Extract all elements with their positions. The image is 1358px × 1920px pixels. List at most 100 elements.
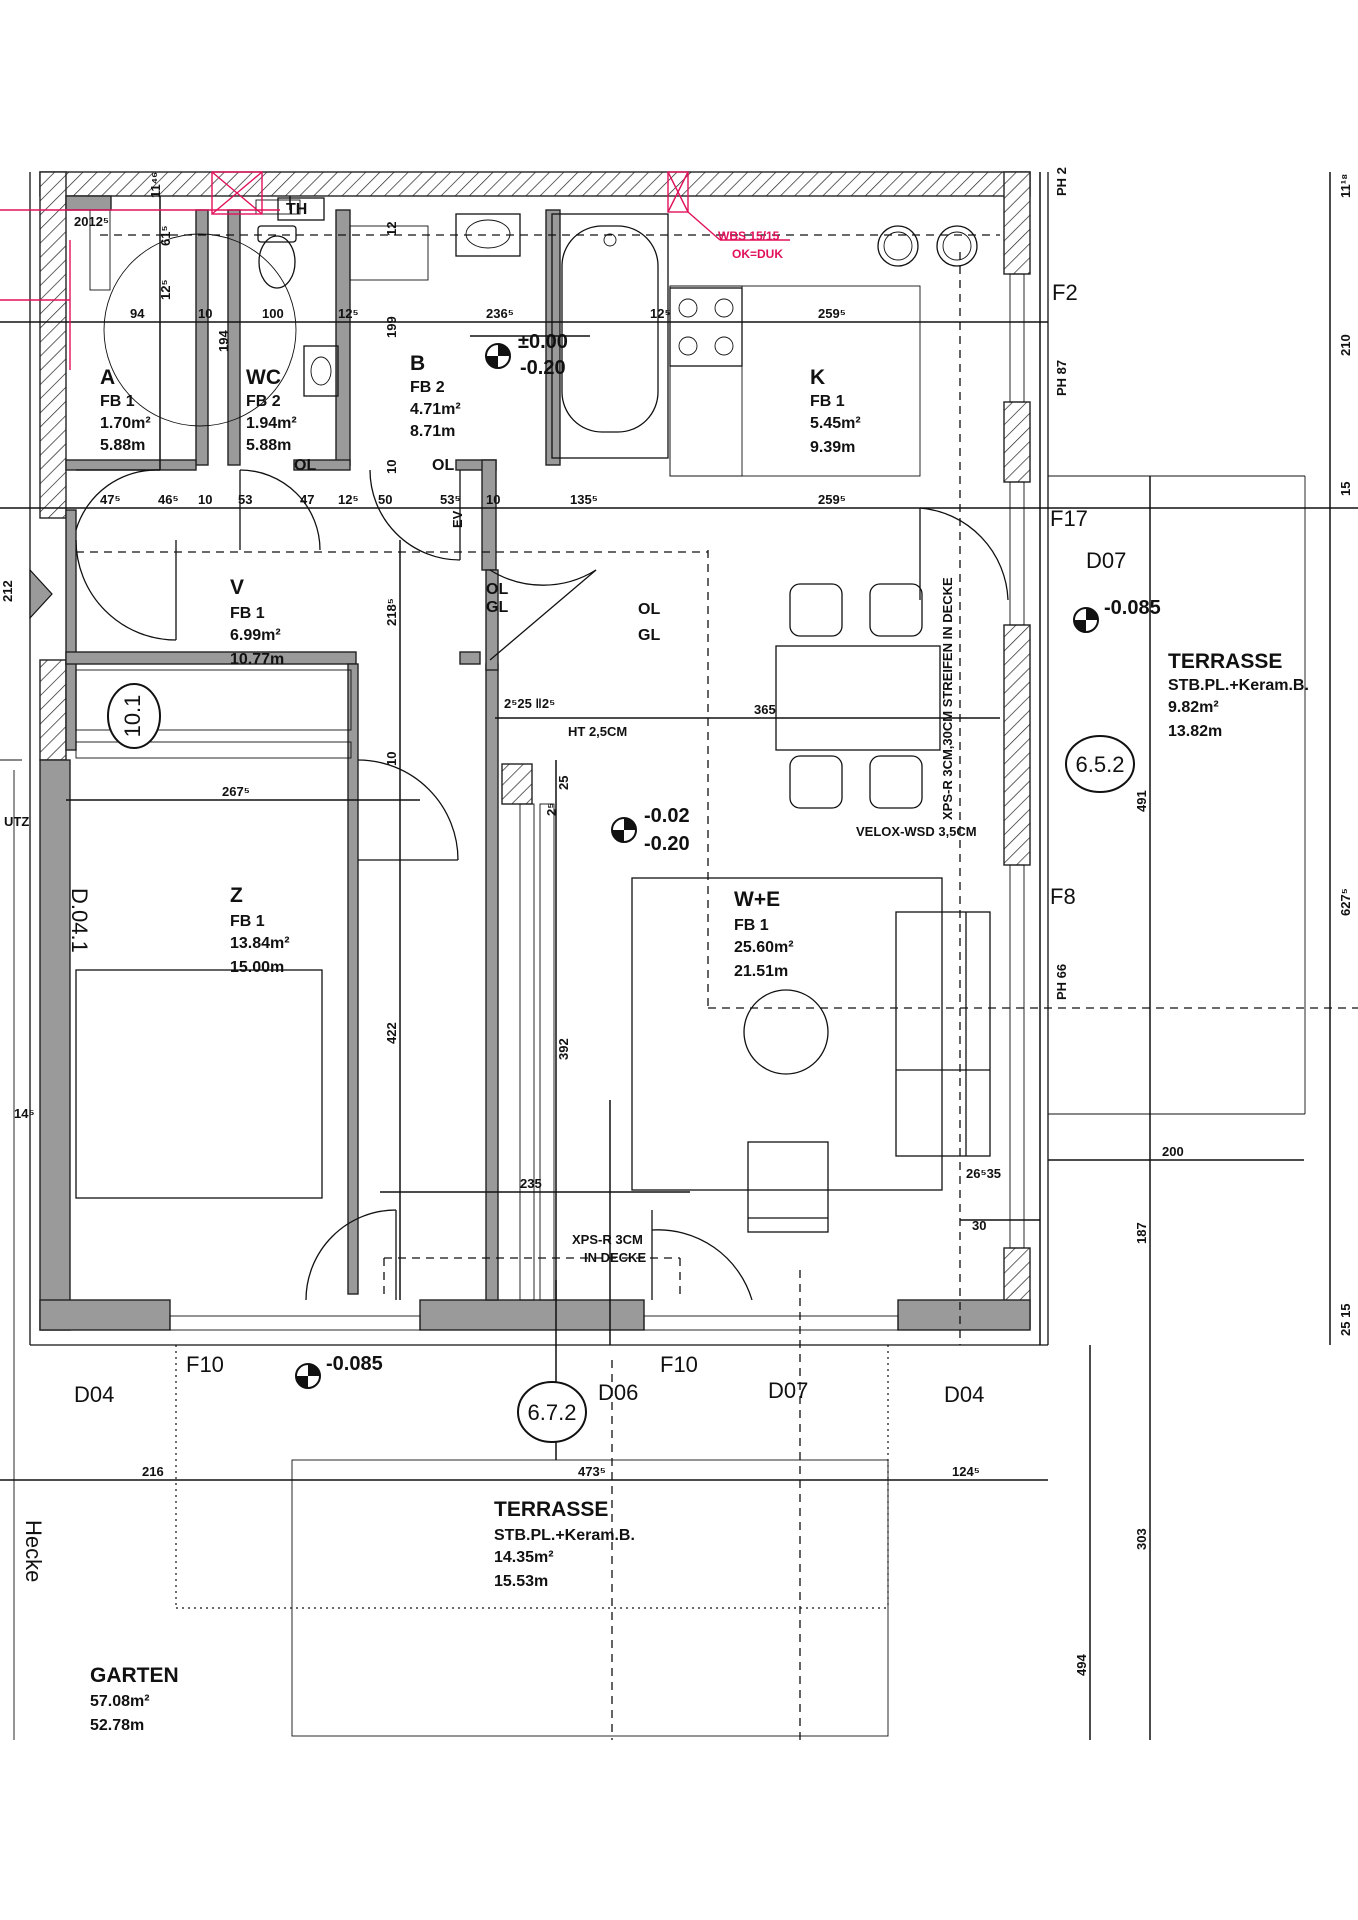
stove-icon <box>669 287 743 367</box>
terrace-bottom-perimeter: 15.53m <box>494 1573 548 1590</box>
room-wc-fb: FB 2 <box>246 393 281 410</box>
room-we-fb: FB 1 <box>734 917 769 934</box>
section-6-7-2-label: 6.7.2 <box>528 1400 577 1425</box>
room-wc-perimeter: 5.88m <box>246 437 291 454</box>
level-marker-terrace-right: -0.085 <box>1073 597 1161 633</box>
label-xps-strip: XPS-R 3CM,30CM STREIFEN IN DECKE <box>940 577 955 820</box>
dim-v25: 25 <box>556 776 571 790</box>
level-marker-living: -0.02 -0.20 <box>611 805 690 855</box>
dim-v422: 422 <box>384 1022 399 1044</box>
toilet-tank-icon <box>257 225 297 243</box>
room-z-name: Z <box>230 884 243 907</box>
dim-v491: 491 <box>1134 790 1149 812</box>
coffee-table-icon <box>743 989 829 1075</box>
terrace-bottom-name: TERRASSE <box>494 1498 608 1521</box>
label-gl-v: GL <box>486 599 508 616</box>
room-labels: A FB 1 1.70m² 5.88m WC FB 2 1.94m² 5.88m… <box>90 352 1309 1734</box>
armchair-icon <box>747 1141 829 1233</box>
tag-f17: F17 <box>1050 506 1088 531</box>
garden-perimeter: 52.78m <box>90 1717 144 1734</box>
room-we-area: 25.60m² <box>734 939 794 956</box>
room-k-perimeter: 9.39m <box>810 439 855 456</box>
room-k-fb: FB 1 <box>810 393 845 410</box>
guide-lines <box>0 234 1358 1740</box>
dim-200: 200 <box>1162 1144 1184 1159</box>
dim-v392: 392 <box>556 1038 571 1060</box>
dim-h25: 2⁵ <box>544 803 559 816</box>
label-ph87: PH 87 <box>1054 360 1069 396</box>
chair-icon <box>789 755 843 809</box>
tag-f2: F2 <box>1052 280 1078 305</box>
label-ht: HT 2,5CM <box>568 724 627 739</box>
section-mark-6-5-2: 6.5.2 <box>1065 735 1135 793</box>
wc-sink-icon <box>303 345 339 397</box>
room-v-fb: FB 1 <box>230 605 265 622</box>
dim-12b: 12⁵ <box>650 306 671 321</box>
level-bath-bottom: -0.20 <box>520 357 566 379</box>
dim-v12side: 12 <box>384 222 399 236</box>
room-a-name: A <box>100 366 115 389</box>
section-10-1-label: 10.1 <box>120 695 145 738</box>
dim-2012: 2012⁵ <box>74 214 109 229</box>
dim-615: 61⁵ <box>158 225 173 246</box>
dim-259a: 259⁵ <box>818 306 846 321</box>
dim-v1146: 11⁴⁶ <box>148 172 163 198</box>
label-ev: EV <box>450 510 465 528</box>
room-a-area: 1.70m² <box>100 415 151 432</box>
dim-h2525: 2⁵25 ‖2⁵ <box>504 696 555 711</box>
dim-v494: 494 <box>1074 1654 1089 1676</box>
toilet-icon <box>258 235 296 289</box>
dim-v10a: 10 <box>384 752 399 766</box>
room-a-fb: FB 1 <box>100 393 135 410</box>
level-marker-bath: ±0.00 -0.20 <box>485 331 568 379</box>
dim-50: 50 <box>378 492 392 507</box>
terrace-right-name: TERRASSE <box>1168 650 1282 673</box>
dining-table-icon <box>775 645 941 751</box>
dim-473: 473⁵ <box>578 1464 606 1479</box>
dim-267: 267⁵ <box>222 784 250 799</box>
level-bath-top: ±0.00 <box>518 331 568 353</box>
room-v-perimeter: 10.77m <box>230 651 284 668</box>
outer-walls <box>29 171 1049 1346</box>
label-ol-wc: OL <box>294 457 316 474</box>
dim-10b: 10 <box>198 492 212 507</box>
dim-365: 365 <box>754 702 776 717</box>
dim-v1118: 11¹⁸ <box>1338 174 1353 198</box>
dim-v187: 187 <box>1134 1222 1149 1244</box>
level-living-top: -0.02 <box>644 805 690 827</box>
dim-v218: 218⁵ <box>384 598 399 626</box>
dim-10c: 10 <box>486 492 500 507</box>
label-velox: VELOX-WSD 3,5CM <box>856 824 977 839</box>
room-a-perimeter: 5.88m <box>100 437 145 454</box>
dim-12a: 12⁵ <box>338 306 359 321</box>
level-terrace-bottom: -0.085 <box>326 1353 383 1375</box>
garden-area: 57.08m² <box>90 1693 150 1710</box>
label-gl-we: GL <box>638 627 660 644</box>
label-hecke: Hecke <box>21 1520 46 1582</box>
level-marker-terrace-bottom: -0.085 <box>295 1353 383 1389</box>
dim-v10b: 10 <box>384 460 399 474</box>
dim-53: 53 <box>238 492 252 507</box>
tag-d07-right: D07 <box>1086 548 1126 573</box>
dim-v212: 212 <box>0 580 15 602</box>
dim-259b: 259⁵ <box>818 492 846 507</box>
dim-47b: 47 <box>300 492 314 507</box>
chair-icon <box>869 755 923 809</box>
label-ph-top: PH 2 <box>1054 167 1069 196</box>
dim-46: 46⁵ <box>158 492 179 507</box>
room-z-area: 13.84m² <box>230 935 290 952</box>
section-arrow-icon <box>29 568 53 620</box>
bed-icon <box>75 969 323 1199</box>
dim-10a: 10 <box>198 306 212 321</box>
tag-f10-right: F10 <box>660 1352 698 1377</box>
label-th: TH <box>286 201 307 218</box>
tag-f8: F8 <box>1050 884 1076 909</box>
dim-53b: 53⁵ <box>440 492 461 507</box>
terrace-right-area: 9.82m² <box>1168 699 1219 716</box>
room-v-name: V <box>230 576 244 599</box>
door-swing <box>103 233 297 427</box>
terrace-right-perimeter: 13.82m <box>1168 723 1222 740</box>
dim-135: 135⁵ <box>570 492 598 507</box>
dim-v25b: 25 15 <box>1338 1303 1353 1336</box>
element-tags: F2 F17 D07 F8 F10 F10 D04 D06 D07 D04 <box>74 280 1126 1407</box>
